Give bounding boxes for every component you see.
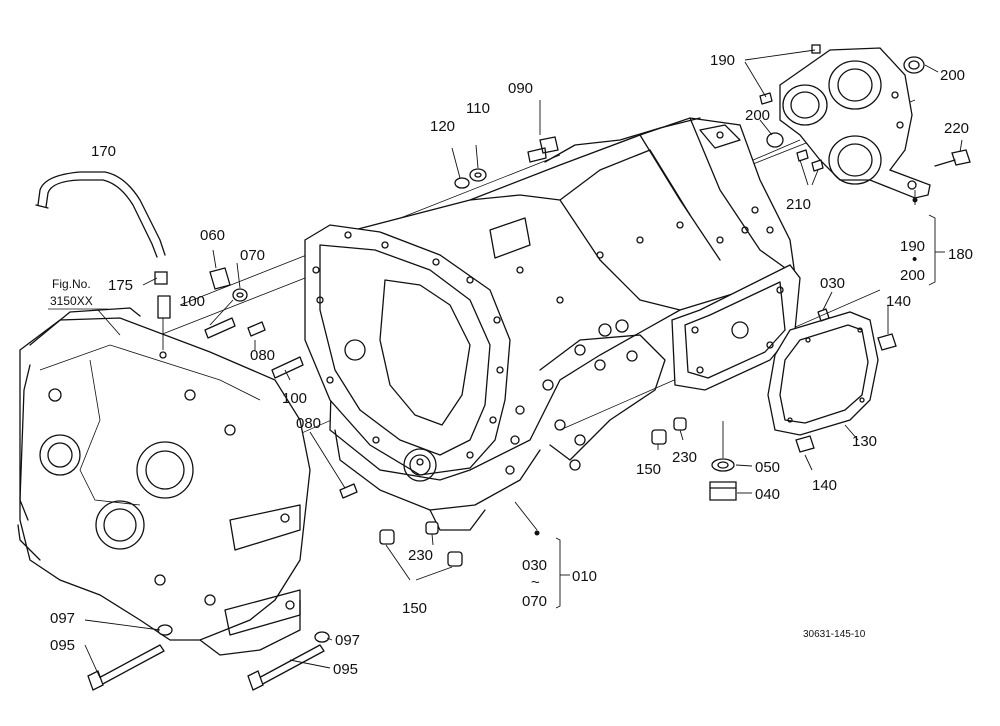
callout-170: 170 (91, 143, 116, 160)
callout-120: 120 (430, 118, 455, 135)
callout-100-bottom: 100 (282, 390, 307, 407)
callout-040: 040 (755, 486, 780, 503)
callout-097-right: 097 (335, 632, 360, 649)
callout-200-range: 200 (900, 267, 925, 284)
callout-060: 060 (200, 227, 225, 244)
callout-150-left: 150 (402, 600, 427, 617)
callout-230-right: 230 (672, 449, 697, 466)
fig-no-number: 3150XX (50, 294, 93, 308)
callout-010: 010 (572, 568, 597, 585)
callout-070-lower: 070 (522, 593, 547, 610)
callout-180: 180 (948, 246, 973, 263)
callout-200-mid: 200 (745, 107, 770, 124)
front-gear-case (17, 307, 311, 656)
range-tilde-010: ~ (531, 574, 540, 591)
callout-200-top: 200 (940, 67, 965, 84)
callout-095-left: 095 (50, 637, 75, 654)
callout-090: 090 (508, 80, 533, 97)
callout-100-top: 100 (180, 293, 205, 310)
callout-150-right: 150 (636, 461, 661, 478)
range-start-dot-010 (534, 530, 540, 536)
fig-no-label: Fig.No. (52, 277, 91, 291)
leader-lines (84, 49, 963, 679)
callout-210: 210 (786, 196, 811, 213)
callout-190-top: 190 (710, 52, 735, 69)
callout-050: 050 (755, 459, 780, 476)
transmission-case (304, 117, 801, 531)
callout-080-bottom: 080 (296, 415, 321, 432)
hose-170 (35, 171, 166, 258)
callout-097-left: 097 (50, 610, 75, 627)
callout-070-top: 070 (240, 247, 265, 264)
callout-220: 220 (944, 120, 969, 137)
callout-labels: 170 175 060 070 100 080 100 080 120 110 … (50, 52, 973, 678)
figure-reference: Fig.No. 3150XX (48, 277, 121, 336)
callout-110: 110 (466, 100, 490, 117)
range-brackets (555, 214, 945, 609)
range-start-dot-180 (912, 197, 918, 203)
callout-130: 130 (852, 433, 877, 450)
small-parts (87, 56, 971, 691)
callout-030-lower: 030 (522, 557, 547, 574)
rear-housing-180 (759, 44, 931, 199)
callout-190-range: 190 (900, 238, 925, 255)
range-dot-180: • (912, 251, 917, 268)
fitting-175 (154, 271, 171, 359)
callout-140-top: 140 (886, 293, 911, 310)
callout-030-cover: 030 (820, 275, 845, 292)
callout-140-bottom: 140 (812, 477, 837, 494)
callout-080-top: 080 (250, 347, 275, 364)
callout-230-left: 230 (408, 547, 433, 564)
side-cover-130 (767, 311, 879, 436)
callout-095-right: 095 (333, 661, 358, 678)
callout-175: 175 (108, 277, 133, 294)
drawing-code: 30631-145-10 (803, 629, 866, 640)
